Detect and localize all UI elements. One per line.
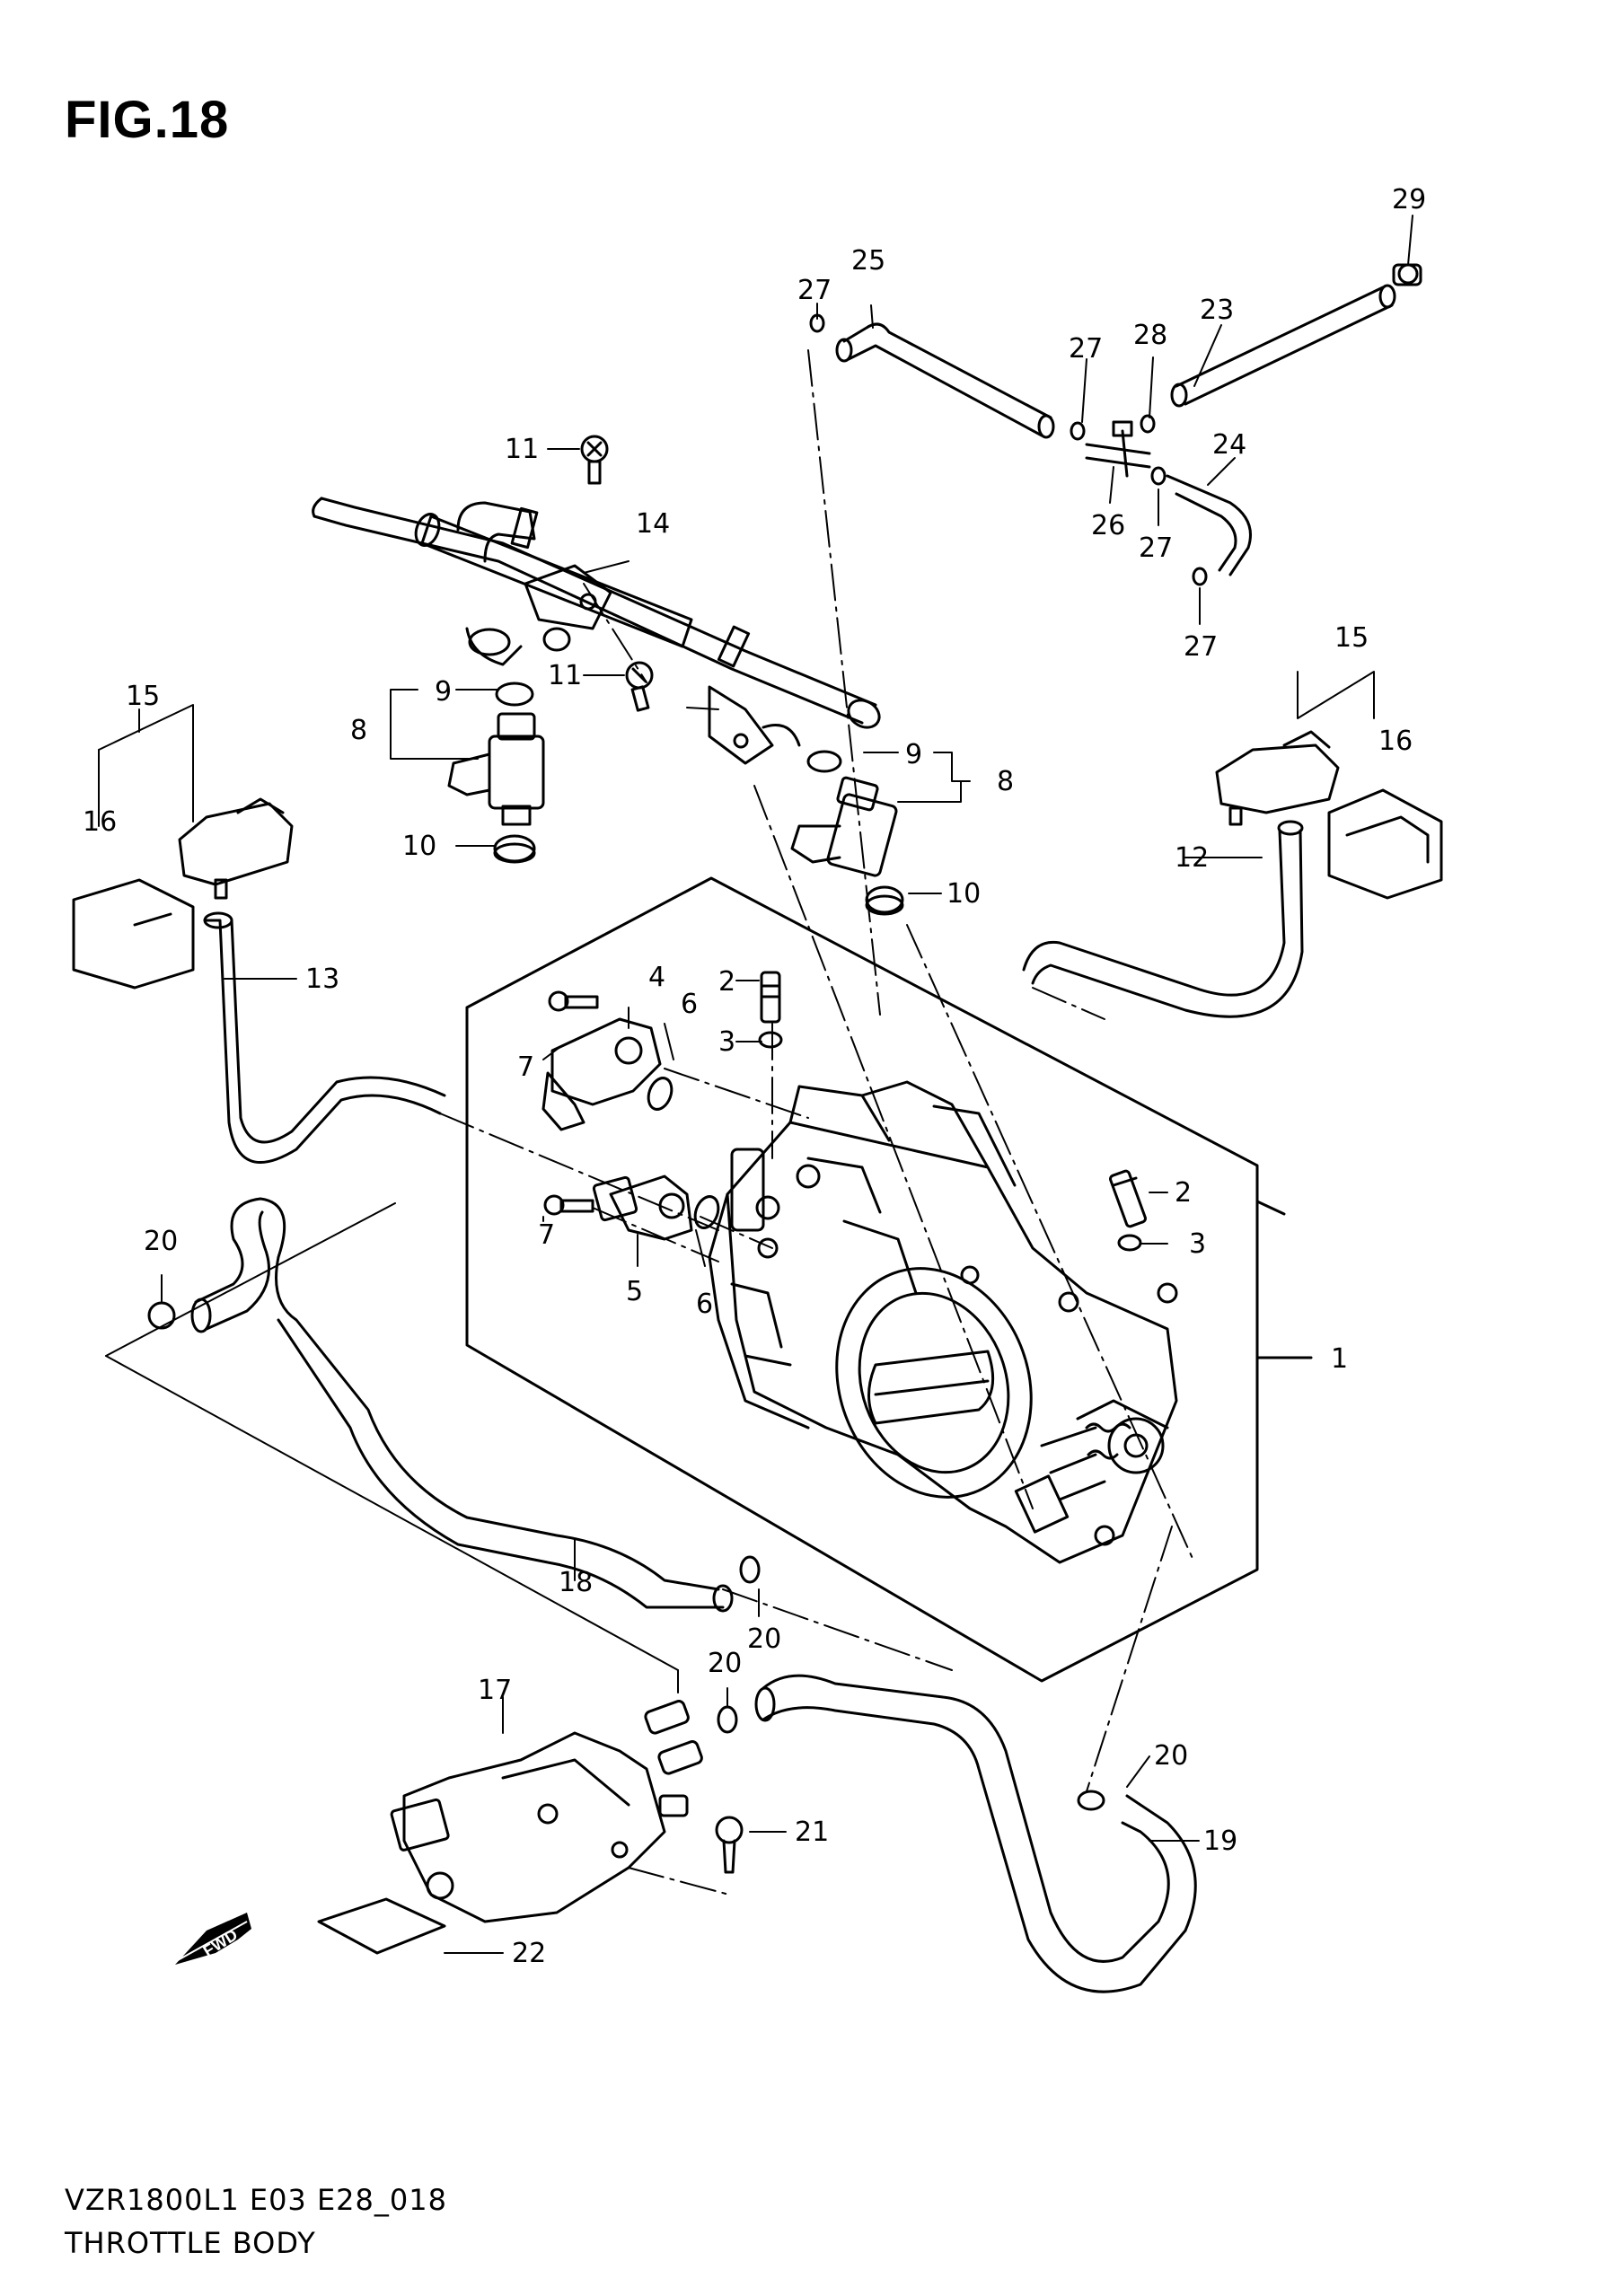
part-callout-p15b: 15 [1334, 622, 1369, 654]
part-callout-p16a: 16 [83, 806, 117, 838]
part-callout-p9b: 9 [905, 739, 922, 770]
screw-icons [543, 435, 654, 1216]
part-callout-p10b: 10 [946, 878, 981, 910]
part-callout-p2b: 2 [1175, 1177, 1192, 1209]
breather-hose-25-icon [835, 322, 1055, 439]
part-callout-p19: 19 [1203, 1825, 1237, 1857]
breather-hose-24-icon [1166, 474, 1252, 576]
coolant-hose-19-icon [754, 1674, 1197, 1993]
injector-right-icon [790, 776, 898, 877]
part-callout-p8b: 8 [997, 766, 1014, 797]
assembly-frame-outline [465, 876, 1313, 1683]
part-callout-p4: 4 [648, 962, 665, 993]
part-callout-p28: 28 [1133, 320, 1167, 351]
part-callout-p22: 22 [512, 1938, 546, 1969]
sensor-cover-left-icon [72, 878, 195, 990]
three-way-joint-26-icon [1085, 420, 1151, 478]
part-callout-p17: 17 [478, 1675, 512, 1706]
o-ring-icons [493, 682, 1142, 1252]
group-18-bracket [105, 1202, 679, 1693]
injector-left-icon [447, 712, 545, 826]
part-callout-p11a: 11 [505, 434, 539, 465]
part-callout-p27d: 27 [1184, 631, 1218, 663]
part-callout-p5: 5 [626, 1276, 643, 1307]
part-callout-p24: 24 [1212, 429, 1246, 461]
part-callout-p20c: 20 [708, 1648, 742, 1679]
label-22-icon [317, 1897, 446, 1955]
part-callout-p20a: 20 [144, 1226, 178, 1257]
part-callout-p12: 12 [1175, 842, 1209, 874]
part-callout-p16b: 16 [1378, 726, 1413, 757]
part-callout-p20d: 20 [1154, 1740, 1188, 1772]
vacuum-hose-12-icon [1022, 820, 1304, 1018]
map-sensor-right-icon [1215, 730, 1340, 826]
part-callout-p27c: 27 [1139, 532, 1173, 564]
figure-title: FIG.18 [65, 91, 230, 149]
part-callout-p27a: 27 [797, 275, 832, 306]
part-callout-p14: 14 [636, 508, 670, 540]
part-callout-p9a: 9 [435, 676, 452, 708]
part-number-callouts: 1223345667788991010111112131415151616171… [83, 184, 1426, 1969]
throttle-body-icon [708, 1080, 1178, 1564]
breather-hose-23-icon [1170, 284, 1396, 408]
part-callout-p29: 29 [1392, 184, 1426, 216]
part-callout-p15a: 15 [126, 681, 160, 712]
map-sensor-left-icon [178, 797, 294, 900]
section-name: THROTTLE BODY [65, 2226, 316, 2260]
part-callout-p13: 13 [305, 963, 339, 995]
part-callout-p11b: 11 [548, 660, 582, 691]
part-callout-p1: 1 [1331, 1343, 1348, 1375]
part-callout-p21: 21 [795, 1817, 829, 1848]
part-callout-p3a: 3 [718, 1026, 735, 1058]
valve-icons [760, 971, 1147, 1228]
vacuum-hose-13-icon [203, 911, 446, 1164]
part-callout-p2a: 2 [718, 966, 735, 998]
sensor-cover-right-icon [1327, 788, 1443, 900]
part-callout-p7b: 7 [538, 1219, 555, 1251]
forward-direction-icon: FWD [175, 1913, 251, 1965]
fuel-rail-icon [312, 497, 881, 765]
part-callout-p10a: 10 [402, 831, 436, 862]
part-callout-p25: 25 [851, 245, 885, 277]
part-callout-p6a: 6 [681, 989, 698, 1020]
footer: VZR1800L1 E03 E28_018 THROTTLE BODY [65, 2178, 447, 2265]
model-code: VZR1800L1 E03 E28_018 [65, 2183, 447, 2217]
reference-lines [439, 349, 1195, 1896]
screw-21-icon [715, 1816, 744, 1874]
idle-valve-icon [390, 1700, 703, 1923]
part-callout-p3b: 3 [1189, 1228, 1206, 1260]
leader-lines [98, 215, 1413, 1954]
part-callout-p18: 18 [559, 1567, 593, 1598]
part-callout-p6b: 6 [696, 1289, 713, 1320]
clip-29-icon [1392, 263, 1422, 286]
part-callout-p26: 26 [1091, 510, 1125, 541]
part-callout-p27b: 27 [1069, 333, 1103, 365]
part-callout-p7a: 7 [517, 1051, 534, 1083]
part-callout-p20b: 20 [747, 1623, 781, 1655]
part-callout-p23: 23 [1200, 295, 1234, 326]
part-callout-p8a: 8 [350, 715, 367, 746]
throttle-position-sensor-icon [541, 1017, 662, 1131]
hose-clamp-icons [147, 313, 1208, 1811]
coolant-hose-18-icon [190, 1197, 734, 1613]
